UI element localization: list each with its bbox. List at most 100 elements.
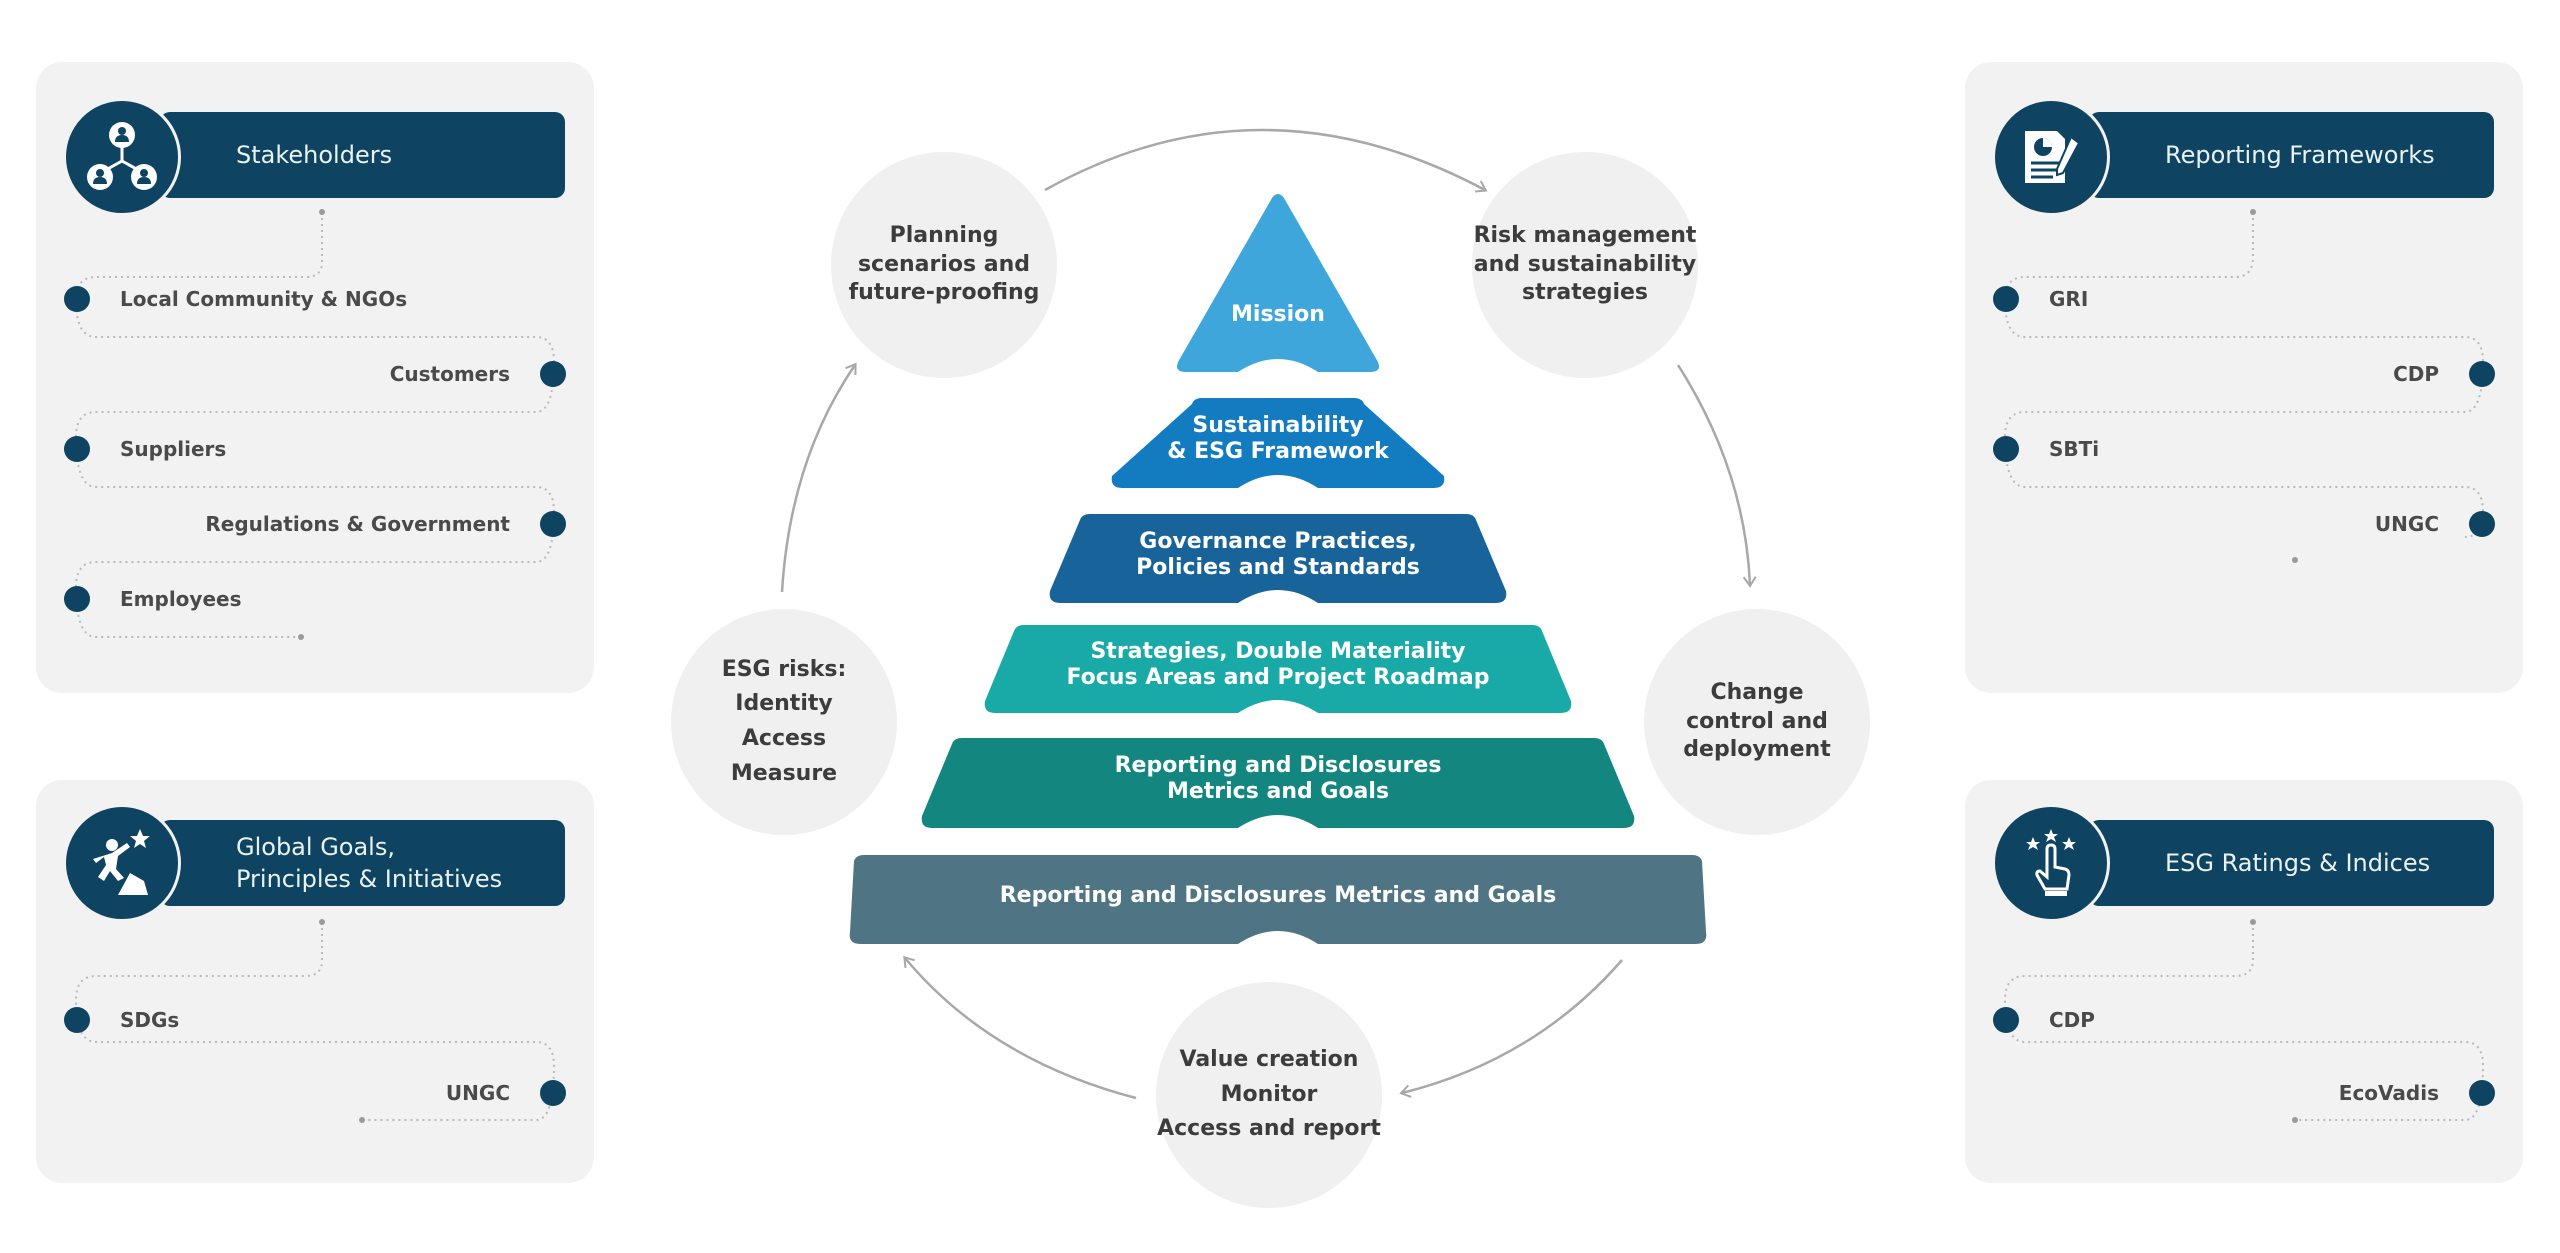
tier-label: Sustainability& ESG Framework bbox=[1110, 413, 1446, 466]
node-text: Change bbox=[1710, 680, 1804, 706]
node-text: Access bbox=[741, 726, 827, 751]
bullet-dot bbox=[540, 361, 566, 387]
bullet-dot bbox=[64, 436, 90, 462]
arrow-change-to-value bbox=[1399, 959, 1623, 1098]
node-text: and sustainability bbox=[1473, 251, 1697, 277]
tier-mission: Mission bbox=[1174, 192, 1382, 372]
item-label: Regulations & Government bbox=[205, 512, 510, 536]
tier-label-line1: Governance Practices, bbox=[1139, 528, 1417, 554]
tier-sustainability-framework: Sustainability& ESG Framework bbox=[1110, 398, 1446, 488]
bullet-dot bbox=[64, 586, 90, 612]
node-text: future-proofing bbox=[848, 280, 1040, 306]
tier-label-line1: Reporting and Disclosures bbox=[1114, 753, 1442, 778]
global-goals-connector-path bbox=[74, 919, 556, 1123]
node-text: Measure bbox=[730, 760, 838, 786]
stakeholders-header: Stakeholders bbox=[160, 112, 565, 198]
reporting-frameworks-panel: Reporting Frameworks GRI CDP SBTi UNGC bbox=[1965, 62, 2523, 693]
framework-item: GRI bbox=[1993, 286, 2088, 312]
bullet-dot bbox=[1993, 286, 2019, 312]
bullet-dot bbox=[64, 1007, 90, 1033]
item-label: UNGC bbox=[2374, 512, 2439, 536]
tier-label: Governance Practices,Policies and Standa… bbox=[1048, 529, 1508, 582]
node-text: strategies bbox=[1521, 280, 1649, 306]
item-label: CDP bbox=[2393, 362, 2439, 386]
tier-label-line1: Reporting and Disclosures Metrics and Go… bbox=[999, 882, 1557, 908]
arrow-esgrisks-to-planning bbox=[780, 362, 857, 593]
tier-reporting-metrics-base: Reporting and Disclosures Metrics and Go… bbox=[848, 855, 1708, 944]
stakeholder-item: Employees bbox=[64, 586, 241, 612]
arrow-planning-to-risk bbox=[1044, 128, 1488, 193]
stakeholder-item: Regulations & Government bbox=[205, 511, 566, 537]
framework-item: CDP bbox=[2393, 361, 2495, 387]
stakeholder-item: Suppliers bbox=[64, 436, 226, 462]
tier-governance: Governance Practices,Policies and Standa… bbox=[1048, 514, 1508, 603]
global-goals-panel: Global Goals, Principles & Initiatives S… bbox=[36, 780, 594, 1183]
item-label: GRI bbox=[2049, 287, 2089, 311]
bullet-dot bbox=[1993, 436, 2019, 462]
node-text: Monitor bbox=[1220, 1081, 1318, 1107]
cycle-node-risk: Risk management and sustainability strat… bbox=[1472, 152, 1698, 378]
framework-item: SBTi bbox=[1993, 436, 2099, 462]
tier-shape bbox=[921, 738, 1635, 828]
tier-label-line1: Mission bbox=[1231, 302, 1325, 327]
cycle-node-planning: Planning scenarios and future-proofing bbox=[831, 152, 1057, 378]
node-text: Risk management bbox=[1473, 223, 1697, 249]
item-label: Suppliers bbox=[120, 437, 227, 461]
rating-stars-hand-icon bbox=[1992, 804, 2110, 922]
item-label: UNGC bbox=[445, 1081, 510, 1105]
tier-label-line1: Strategies, Double Materiality bbox=[1090, 639, 1466, 664]
esg-ratings-panel: ESG Ratings & Indices CDP EcoVadis bbox=[1965, 780, 2523, 1183]
tier-label-line2: & ESG Framework bbox=[1167, 439, 1389, 465]
cycle-node-esg-risks: ESG risks: Identity Access Measure bbox=[671, 609, 897, 835]
tier-label: Mission bbox=[1174, 302, 1382, 328]
item-label: SBTi bbox=[2049, 437, 2100, 461]
item-label: SDGs bbox=[120, 1008, 180, 1032]
global-goals-title-line2: Principles & Initiatives bbox=[236, 865, 503, 893]
framework-item: UNGC bbox=[2375, 511, 2495, 537]
node-text: Planning bbox=[889, 223, 999, 249]
rating-item: EcoVadis bbox=[2339, 1080, 2495, 1106]
tier-shape bbox=[1111, 398, 1445, 488]
node-text: deployment bbox=[1683, 737, 1831, 763]
item-label: Local Community & NGOs bbox=[120, 287, 408, 311]
bullet-dot bbox=[2469, 1080, 2495, 1106]
global-goals-item: SDGs bbox=[64, 1007, 179, 1033]
global-goals-title-line1: Global Goals, bbox=[236, 832, 395, 861]
item-label: CDP bbox=[2049, 1008, 2095, 1032]
cycle-node-change: Change control and deployment bbox=[1644, 609, 1870, 835]
tier-shape bbox=[1177, 194, 1379, 372]
tier-shape bbox=[984, 625, 1572, 713]
stakeholders-panel: Stakeholders Local Community & NGOs Cust… bbox=[36, 62, 594, 693]
tier-label-line2: Focus Areas and Project Roadmap bbox=[1066, 665, 1490, 691]
node-text: ESG risks: bbox=[721, 656, 847, 682]
bullet-dot bbox=[64, 286, 90, 312]
tier-label-line1: Sustainability bbox=[1192, 413, 1364, 438]
item-label: Customers bbox=[389, 362, 510, 386]
node-text: Identity bbox=[735, 691, 833, 717]
stakeholder-item: Local Community & NGOs bbox=[64, 286, 407, 312]
tier-shape bbox=[849, 855, 1707, 944]
reporting-frameworks-title: Reporting Frameworks bbox=[2165, 140, 2435, 169]
bullet-dot bbox=[1993, 1007, 2019, 1033]
esg-ratings-connector-path bbox=[2003, 919, 2485, 1123]
stakeholders-network-icon bbox=[63, 98, 181, 216]
node-text: scenarios and bbox=[857, 251, 1031, 277]
esg-ratings-title: ESG Ratings & Indices bbox=[2165, 848, 2431, 877]
global-goals-header: Global Goals, Principles & Initiatives bbox=[160, 820, 565, 906]
arrow-value-to-base bbox=[903, 955, 1137, 1100]
bullet-dot bbox=[540, 511, 566, 537]
stakeholders-title: Stakeholders bbox=[236, 140, 393, 169]
arrow-risk-to-change bbox=[1676, 364, 1757, 588]
bullet-dot bbox=[2469, 511, 2495, 537]
item-label: EcoVadis bbox=[2338, 1081, 2439, 1105]
reporting-frameworks-header: Reporting Frameworks bbox=[2089, 112, 2494, 198]
node-text: Value creation bbox=[1179, 1047, 1359, 1073]
stakeholder-item: Customers bbox=[390, 361, 566, 387]
tier-label-line2: Policies and Standards bbox=[1136, 554, 1420, 580]
tier-label: Reporting and Disclosures Metrics and Go… bbox=[848, 883, 1708, 909]
